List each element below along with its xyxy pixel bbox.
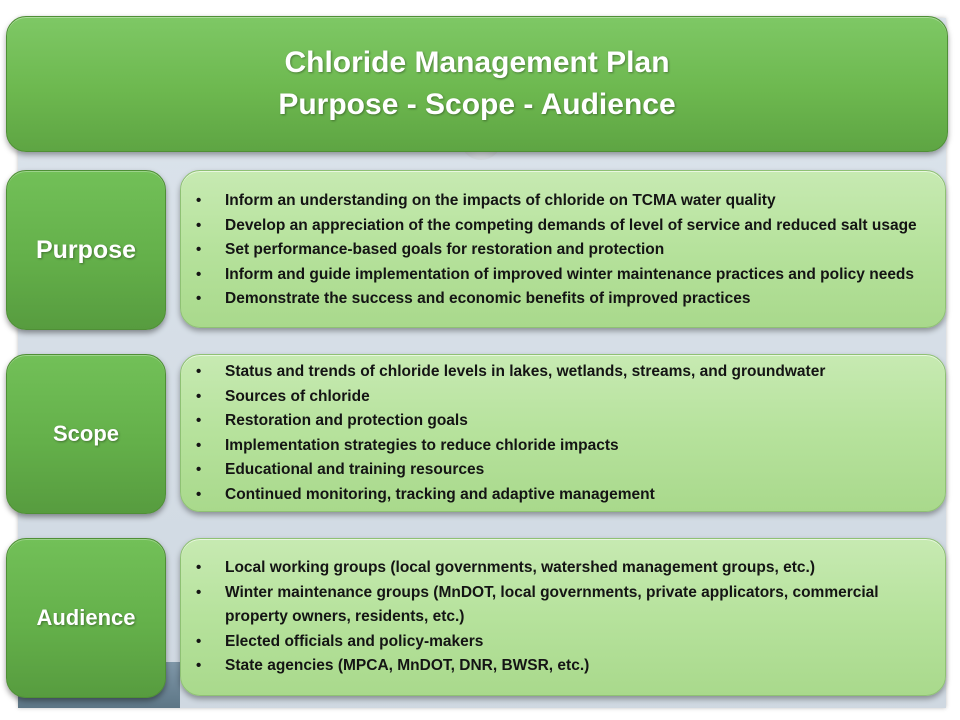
purpose-item: Demonstrate the success and economic ben… (181, 287, 945, 312)
purpose-item: Set performance-based goals for restorat… (181, 238, 945, 263)
purpose-item: Inform and guide implementation of impro… (181, 263, 945, 288)
title-line-2: Purpose - Scope - Audience (278, 88, 676, 121)
title-line-1: Chloride Management Plan (284, 46, 670, 79)
title-banner: Chloride Management Plan Purpose - Scope… (6, 16, 948, 152)
scope-item: Implementation strategies to reduce chlo… (181, 434, 945, 459)
purpose-item: Develop an appreciation of the competing… (181, 214, 945, 239)
audience-content-box: Local working groups (local governments,… (180, 538, 946, 696)
scope-item: Status and trends of chloride levels in … (181, 360, 945, 385)
audience-item: Elected officials and policy-makers (181, 630, 945, 655)
scope-label: Scope (52, 421, 120, 446)
scope-list: Status and trends of chloride levels in … (181, 360, 945, 507)
audience-item: Local working groups (local governments,… (181, 556, 945, 581)
purpose-content-box: Inform an understanding on the impacts o… (180, 170, 946, 328)
scope-item: Sources of chloride (181, 385, 945, 410)
audience-label: Audience (36, 605, 136, 630)
purpose-item: Inform an understanding on the impacts o… (181, 189, 945, 214)
scope-content-box: Status and trends of chloride levels in … (180, 354, 946, 512)
scope-item: Educational and training resources (181, 458, 945, 483)
audience-list: Local working groups (local governments,… (181, 556, 945, 679)
purpose-label: Purpose (35, 235, 137, 264)
purpose-list: Inform an understanding on the impacts o… (181, 189, 945, 312)
audience-item: Winter maintenance groups (MnDOT, local … (181, 581, 945, 630)
audience-label-box: Audience (6, 538, 166, 698)
scope-item: Restoration and protection goals (181, 409, 945, 434)
purpose-label-box: Purpose (6, 170, 166, 330)
scope-item: Continued monitoring, tracking and adapt… (181, 483, 945, 508)
audience-item: State agencies (MPCA, MnDOT, DNR, BWSR, … (181, 654, 945, 679)
scope-label-box: Scope (6, 354, 166, 514)
